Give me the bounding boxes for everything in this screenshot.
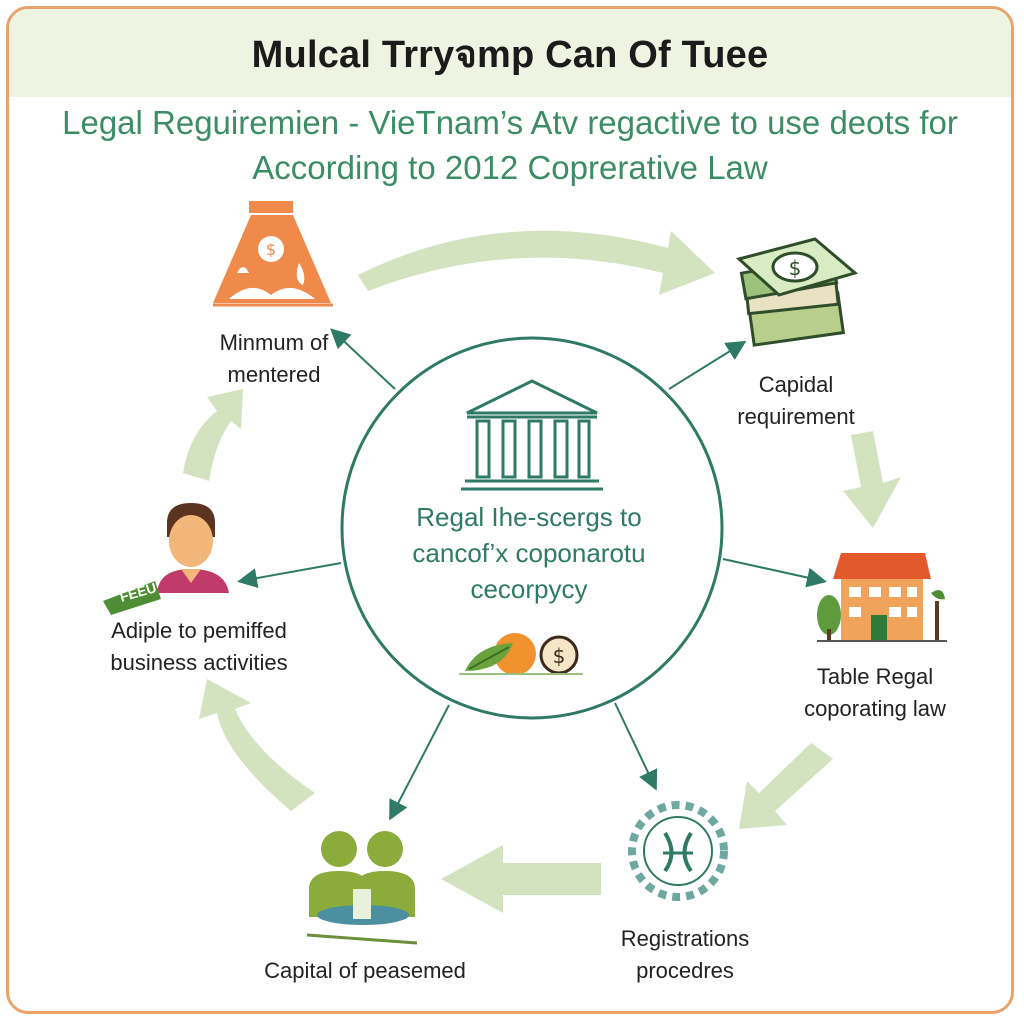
cycle-arrow-bottom [441,845,601,913]
spoke-capital [668,340,747,390]
bank-icon [461,379,603,491]
leaf-coin-icon: $ [459,633,583,675]
people-icon [306,831,418,945]
label-adiple-line-2: business activities [110,650,288,675]
label-table-regal-line-2: coporating law [804,696,946,721]
subtitle-line-1: Legal Reguiremien - VieTnam’s Atv regact… [62,104,958,141]
label-registrations: Registrations procedres [595,923,775,987]
spoke-registrations [614,702,658,791]
label-capital-requirement-line-2: requirement [737,404,855,429]
label-minimum: Minmum of mentered [189,327,359,391]
label-capital-requirement-line-1: Capidal [758,372,834,397]
label-registrations-line-2: procedres [636,958,734,983]
center-text: Regal Ihe-scergs to cancof’x coponarotu … [379,499,679,607]
cycle-arrows [183,230,901,913]
cycle-arrow-left-upper [183,389,243,481]
center-circle [340,336,724,720]
cash-stack-icon: $ [735,237,859,347]
label-table-regal-line-1: Table Regal [816,664,934,689]
label-capital-peasemed-line-1: Capital of peasemed [264,958,466,983]
label-capital-peasemed: Capital of peasemed [233,955,497,987]
svg-text:$: $ [553,644,566,668]
label-capital-requirement: Capidal requirement [711,369,881,433]
center-text-line-3: cecorpycy [470,574,588,604]
svg-text:$: $ [266,240,276,259]
label-adiple-line-1: Adiple to pemiffed [111,618,287,643]
person-icon [103,503,229,615]
subtitle-line-2: According to 2012 Coprerative Law [252,149,768,186]
title-bar: Mulcal Trryจmp Can Of Tuee [9,9,1011,97]
cycle-arrow-right-upper [843,431,901,528]
label-minimum-line-1: Minmum of [219,330,329,355]
building-icon [817,553,947,642]
center-text-line-2: cancof’x coponarotu [412,538,646,568]
spoke-peasemed [389,704,450,821]
cycle-arrow-top [358,230,715,295]
center-text-line-1: Regal Ihe-scergs to [416,502,642,532]
cycle-diagram: $ $ $ [103,201,947,945]
cycle-arrow-right-lower [739,743,833,829]
money-bag-icon: $ [213,201,333,307]
gear-icon [628,801,728,901]
spokes [237,328,827,821]
spoke-table [722,558,827,588]
cycle-arrow-left-lower [199,679,315,811]
page-title: Mulcal Trryจmp Can Of Tuee [251,33,769,76]
svg-text:$: $ [789,256,802,280]
spoke-adiple [237,562,342,589]
diagram-frame: Mulcal Trryจmp Can Of Tuee Legal Reguire… [6,6,1014,1014]
label-minimum-line-2: mentered [227,362,321,387]
label-adiple: Adiple to pemiffed business activities [81,615,317,679]
label-table-regal: Table Regal coporating law [775,661,975,725]
spoke-minimum [330,328,396,390]
label-registrations-line-1: Registrations [620,926,750,951]
